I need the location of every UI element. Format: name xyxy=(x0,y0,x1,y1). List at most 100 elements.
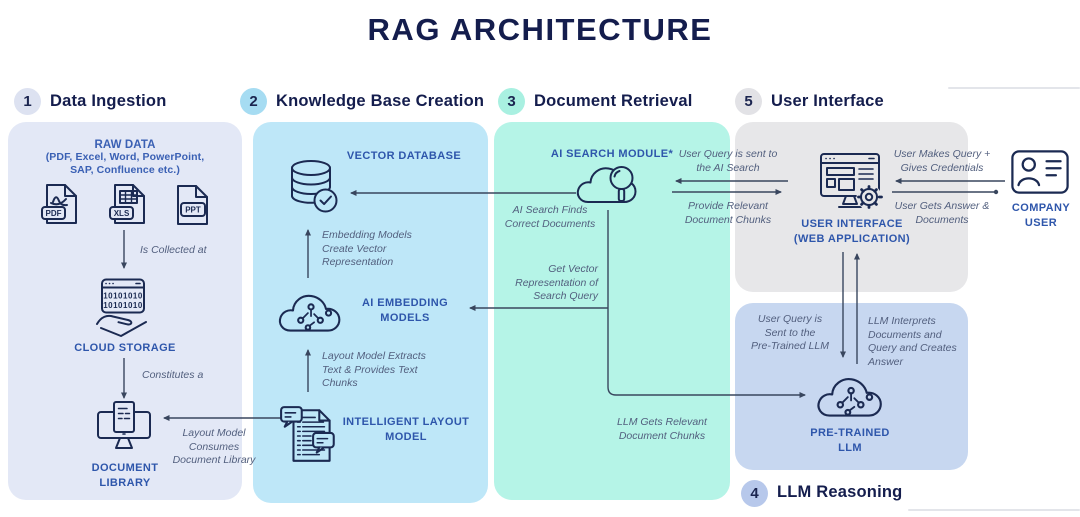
ai-circuit-cloud-icon xyxy=(817,378,882,417)
section-badge-4: 4 xyxy=(741,480,768,507)
note-line: Documents and xyxy=(868,328,942,341)
document-library-line-2: LIBRARY xyxy=(99,476,151,489)
note-line: Chunks xyxy=(322,377,358,390)
label-line: LLM xyxy=(838,441,862,454)
top-right-divider xyxy=(948,87,1080,89)
section-badge-2: 2 xyxy=(240,88,267,115)
pdf-badge-label: PDF xyxy=(46,209,62,218)
note-line: Provide Relevant xyxy=(688,200,768,212)
note-line: Search Query xyxy=(533,290,598,303)
note-line: Representation xyxy=(322,256,394,269)
pre-trained-llm-label: PRE-TRAINED LLM xyxy=(800,426,900,456)
note-line: Gives Credentials xyxy=(900,161,984,174)
note-user-makes-query: User Makes Query + Gives Credentials xyxy=(886,148,998,175)
note-line: Get Vector xyxy=(548,263,598,275)
raw-data-subtitle-2: SAP, Confluence etc.) xyxy=(70,164,180,176)
ppt-file-icon: PPT xyxy=(177,185,208,225)
note-line: Layout Model Extracts xyxy=(322,350,426,362)
cloud-search-icon xyxy=(576,166,637,203)
bottom-right-divider xyxy=(908,509,1080,511)
label-line: PRE-TRAINED xyxy=(810,427,890,439)
id-card-icon xyxy=(1011,150,1069,194)
note-line: Correct Documents xyxy=(504,217,596,230)
xls-file-icon: XLS xyxy=(109,184,145,224)
note-line: LLM Gets Relevant xyxy=(617,416,707,428)
document-library-line-1: DOCUMENT xyxy=(91,462,159,474)
page-title: RAG ARCHITECTURE xyxy=(367,12,713,47)
note-user-query-sent: User Query is sent to the AI Search xyxy=(672,148,784,175)
document-library-label: DOCUMENT LIBRARY xyxy=(8,461,242,491)
raw-data-title: RAW DATA xyxy=(94,139,156,151)
note-line: Text & Provides Text xyxy=(322,363,418,376)
label-line: MODEL xyxy=(385,430,427,443)
note-line: the AI Search xyxy=(696,161,760,174)
cloud-storage-label: CLOUD STORAGE xyxy=(74,342,176,354)
label-line: AI EMBEDDING xyxy=(361,297,449,309)
note-llm-gets-chunks: LLM Gets Relevant Document Chunks xyxy=(612,416,712,443)
note-llm-interprets: LLM Interprets Documents and Query and C… xyxy=(868,315,968,370)
badge-number: 4 xyxy=(750,485,759,502)
badge-number: 5 xyxy=(744,93,753,110)
raw-data-subtitle-1: (PDF, Excel, Word, PowerPoint, xyxy=(45,151,205,163)
note-line: Create Vector xyxy=(322,242,387,255)
section-badge-1: 1 xyxy=(14,88,41,115)
note-search-finds: AI Search Finds Correct Documents xyxy=(498,204,602,231)
note-line: User Makes Query + xyxy=(893,148,991,160)
note-line: Documents xyxy=(915,213,969,226)
document-chat-icon xyxy=(280,406,335,462)
section-title-user-interface: User Interface xyxy=(771,92,884,110)
note-get-vector: Get Vector Representation of Search Quer… xyxy=(490,263,598,304)
note-line: Representation of xyxy=(515,276,598,289)
label-line: INTELLIGENT LAYOUT xyxy=(342,416,470,428)
xls-badge-label: XLS xyxy=(114,209,130,218)
note-is-collected-at: Is Collected at xyxy=(140,244,207,256)
note-line: Document Chunks xyxy=(684,213,772,226)
binary-row-2: 10101010 xyxy=(103,301,143,310)
note-embedding-create: Embedding Models Create Vector Represent… xyxy=(322,229,412,270)
ppt-badge-label: PPT xyxy=(185,206,201,215)
note-user-gets-answer: User Gets Answer & Documents xyxy=(886,200,998,227)
section-badge-3: 3 xyxy=(498,88,525,115)
note-line: User Query is sent to xyxy=(678,148,778,160)
browser-gear-icon xyxy=(820,153,883,210)
binary-row-1: 10101010 xyxy=(103,292,143,301)
note-line: Query and Creates xyxy=(868,342,957,355)
badge-number: 1 xyxy=(23,93,32,110)
note-line: User Gets Answer & xyxy=(894,200,990,212)
note-line: Consumes xyxy=(188,440,240,453)
note-line: Sent to the xyxy=(764,326,816,339)
note-line: Answer xyxy=(868,355,904,368)
badge-number: 3 xyxy=(507,93,516,110)
binary-data-hand-icon: 10101010 10101010 xyxy=(96,278,147,337)
note-line: Document Library xyxy=(172,454,256,467)
label-line: COMPANY xyxy=(1011,202,1071,214)
note-line: Pre-Trained LLM xyxy=(750,340,829,353)
label-line: (WEB APPLICATION) xyxy=(793,232,911,245)
note-constitutes-a: Constitutes a xyxy=(142,369,204,381)
badge-number: 2 xyxy=(249,93,258,110)
section-title-llm-reasoning: LLM Reasoning xyxy=(777,483,903,501)
label-line: MODELS xyxy=(380,311,430,324)
note-line: Layout Model xyxy=(182,427,246,439)
ai-search-module-label: AI SEARCH MODULE* xyxy=(550,148,674,160)
note-line: AI Search Finds xyxy=(512,204,588,216)
intelligent-layout-model-label: INTELLIGENT LAYOUT MODEL xyxy=(340,415,472,445)
monitor-document-icon xyxy=(97,401,151,449)
vector-database-label: VECTOR DATABASE xyxy=(346,150,462,162)
note-line: User Query is xyxy=(757,313,823,325)
panel-llm-reasoning xyxy=(735,303,968,470)
label-line: USER INTERFACE xyxy=(801,218,903,230)
note-provide-chunks: Provide Relevant Document Chunks xyxy=(672,200,784,227)
line-search-to-llm xyxy=(607,210,806,398)
ai-circuit-cloud-icon xyxy=(278,294,341,332)
section-title-knowledge-base: Knowledge Base Creation xyxy=(276,92,485,110)
pdf-file-icon: PDF xyxy=(41,184,77,224)
note-layout-extracts: Layout Model Extracts Text & Provides Te… xyxy=(322,350,426,391)
section-badge-5: 5 xyxy=(735,88,762,115)
note-line: Embedding Models xyxy=(322,229,412,241)
ai-embedding-models-label: AI EMBEDDING MODELS xyxy=(345,296,465,326)
note-layout-consumes: Layout Model Consumes Document Library xyxy=(158,427,270,468)
note-line: Document Chunks xyxy=(618,429,706,442)
